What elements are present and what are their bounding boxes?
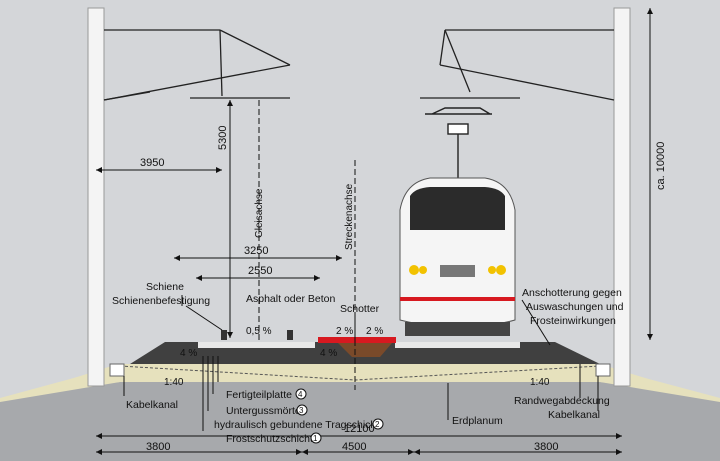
embankment-fill bbox=[30, 364, 690, 392]
cable-duct-right-shape bbox=[595, 363, 611, 377]
svg-text:3: 3 bbox=[299, 406, 304, 415]
label-ballasting-note-2: Auswaschungen und bbox=[526, 301, 624, 313]
rail-left bbox=[221, 330, 227, 340]
label-cable-duct-right: Kabelkanal bbox=[548, 409, 600, 421]
ballast-trough bbox=[338, 343, 392, 357]
slope-asphalt-right: 2 % bbox=[366, 326, 383, 337]
line-axis-label: Streckenachse bbox=[344, 183, 355, 250]
dim-3800-right: 3800 bbox=[534, 441, 558, 453]
catenary-right bbox=[420, 29, 615, 101]
mast-right bbox=[613, 7, 631, 387]
dim-10000: ca. 10000 bbox=[655, 142, 667, 190]
slope-embankment-left: 1:40 bbox=[164, 377, 184, 388]
svg-text:2: 2 bbox=[375, 420, 380, 429]
label-cable-duct-left: Kabelkanal bbox=[126, 399, 178, 411]
dim-3800-left: 3800 bbox=[146, 441, 170, 453]
label-rail: Schiene bbox=[146, 281, 184, 293]
asphalt-strip bbox=[318, 337, 396, 343]
slope-subgrade-left: 4 % bbox=[180, 348, 197, 359]
label-asphalt-or-concrete: Asphalt oder Beton bbox=[246, 293, 335, 305]
label-hydraulic-layer: hydraulisch gebundene Tragschicht bbox=[214, 419, 379, 431]
label-edge-cover: Randwegabdeckung bbox=[514, 395, 610, 407]
dim-5300: 5300 bbox=[217, 126, 229, 150]
label-grout: Untergussmörtel bbox=[226, 405, 303, 417]
cable-duct-left-shape bbox=[109, 363, 125, 377]
slab-base bbox=[198, 342, 315, 348]
mast-left bbox=[87, 7, 105, 387]
layer-1-badge: 1 bbox=[310, 432, 322, 444]
layer-3-badge: 3 bbox=[296, 404, 308, 416]
dim-12100: 12100 bbox=[344, 423, 375, 435]
catenary-left bbox=[103, 29, 291, 101]
slope-track-top: 0,5 % bbox=[246, 326, 272, 337]
label-frost-layer: Frostschutzschicht bbox=[226, 433, 313, 445]
label-rail-fastening: Schienenbefestigung bbox=[112, 295, 210, 307]
pantograph bbox=[425, 107, 492, 178]
slope-subgrade-center: 4 % bbox=[320, 348, 337, 359]
slope-embankment-right: 1:40 bbox=[530, 377, 550, 388]
natural-ground bbox=[0, 380, 720, 461]
dim-2550: 2550 bbox=[248, 265, 272, 277]
label-ballasting-note-1: Anschotterung gegen bbox=[522, 287, 622, 299]
layer-2-badge: 2 bbox=[372, 418, 384, 430]
label-ballasting-note-3: Frosteinwirkungen bbox=[530, 315, 616, 327]
train-front bbox=[399, 177, 516, 336]
svg-text:1: 1 bbox=[313, 434, 318, 443]
track-axis-label: Gleisachse bbox=[254, 188, 265, 238]
label-precast-slab: Fertigteilplatte bbox=[226, 389, 292, 401]
layer-4-badge: 4 bbox=[295, 388, 307, 400]
label-ballast: Schotter bbox=[340, 303, 380, 315]
slab-base-right bbox=[395, 342, 520, 348]
dim-3250: 3250 bbox=[244, 245, 268, 257]
svg-text:4: 4 bbox=[298, 390, 303, 399]
slope-asphalt-left: 2 % bbox=[336, 326, 353, 337]
label-subgrade: Erdplanum bbox=[452, 415, 503, 427]
dim-3950: 3950 bbox=[140, 157, 164, 169]
dim-4500: 4500 bbox=[342, 441, 366, 453]
rail-right bbox=[287, 330, 293, 340]
